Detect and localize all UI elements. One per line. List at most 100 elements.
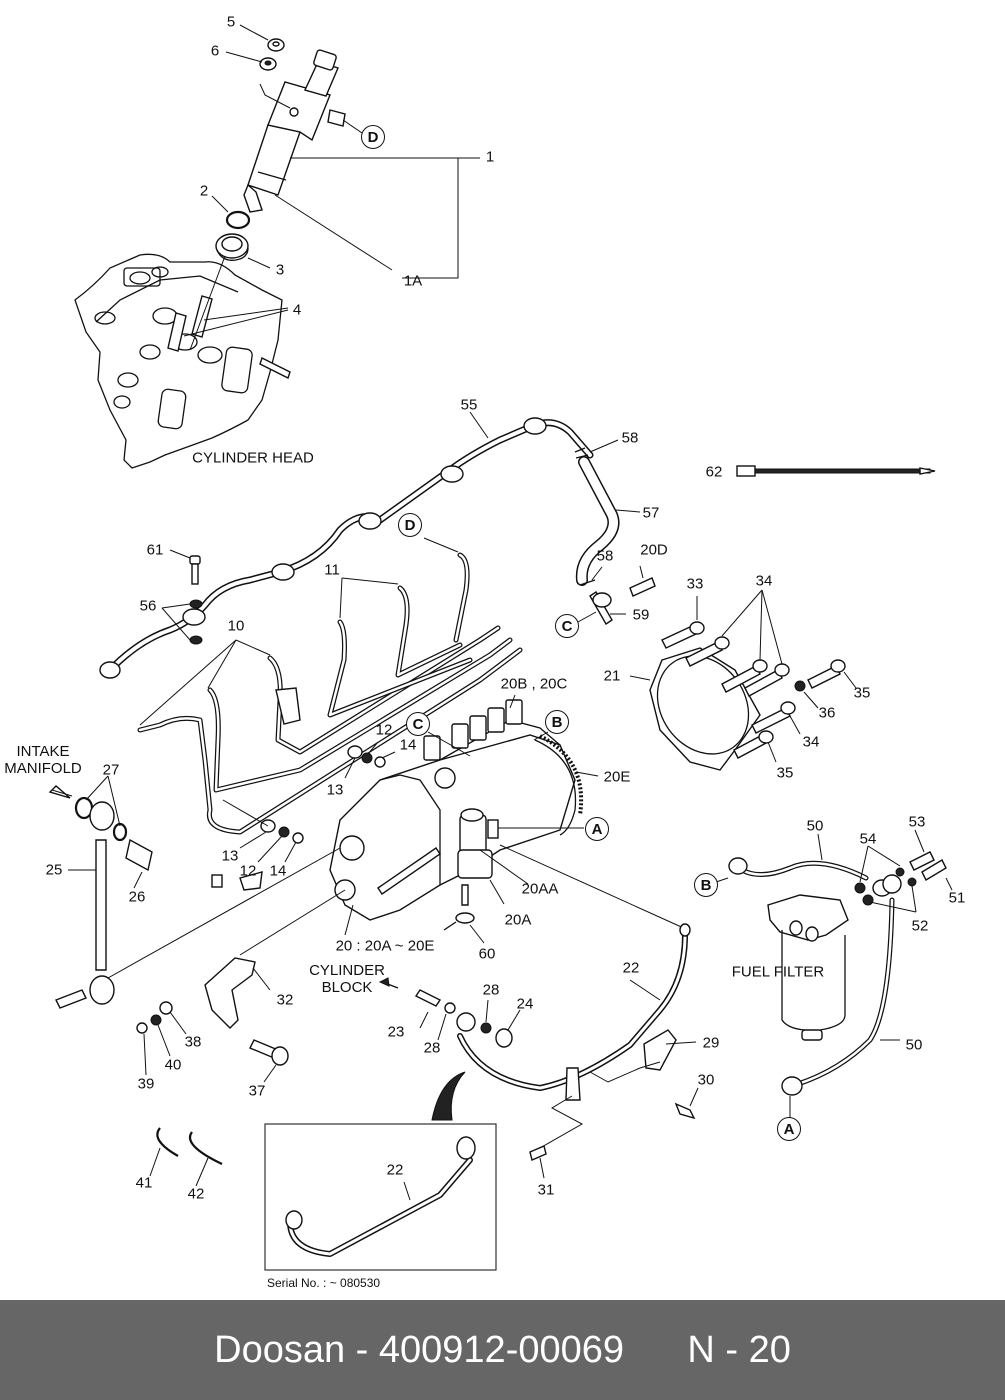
- ref-circle-a: A: [777, 1117, 801, 1141]
- caption-cylinder-head: CYLINDER HEAD: [192, 449, 314, 467]
- callout-26: 26: [128, 888, 146, 906]
- callout-13: 13: [326, 781, 344, 799]
- callout-52: 52: [911, 917, 929, 935]
- bracket-32: [136, 957, 289, 1083]
- line-25: [48, 775, 153, 1009]
- washers-12-13-14: [222, 741, 396, 863]
- ref-circle-d: D: [361, 125, 385, 149]
- callout-21: 21: [603, 667, 621, 685]
- callout-55: 55: [460, 396, 478, 414]
- nut-5: [267, 38, 285, 52]
- serial-number-note: Serial No. : ~ 080530: [267, 1276, 381, 1290]
- ref-circle-a: A: [585, 817, 609, 841]
- callout-38: 38: [184, 1033, 202, 1051]
- footer-gap: [624, 1329, 687, 1372]
- callout-10: 10: [227, 617, 245, 635]
- callout-12: 12: [239, 862, 257, 880]
- injection-pump-20: [329, 699, 584, 931]
- clips-41-42: [149, 1127, 223, 1187]
- callout-50: 50: [806, 817, 824, 835]
- fuel-filter: [767, 894, 849, 1041]
- banjo-59: [577, 565, 656, 625]
- callout-23: 23: [387, 1023, 405, 1041]
- callout-35: 35: [776, 764, 794, 782]
- callout-51: 51: [948, 889, 966, 907]
- callout-31: 31: [537, 1181, 555, 1199]
- line-22: [378, 923, 699, 1179]
- callout-36: 36: [818, 704, 836, 722]
- callout-11: 11: [324, 561, 340, 579]
- caption-pump-assembly: 20 : 20A ~ 20E: [335, 937, 435, 955]
- callout-20aa: 20AA: [521, 880, 559, 898]
- callout-32: 32: [276, 991, 294, 1009]
- bolt-61-washers-56: [161, 549, 203, 645]
- callout-37: 37: [248, 1082, 266, 1100]
- callout-40: 40: [164, 1056, 182, 1074]
- ref-circle-c: C: [406, 712, 430, 736]
- injector-nozzle: [243, 49, 346, 213]
- callout-56: 56: [139, 597, 157, 615]
- inset-arrow: [431, 1071, 466, 1121]
- callout-25: 25: [45, 861, 63, 879]
- callout-29: 29: [702, 1034, 720, 1052]
- footer-page-code: N - 20: [687, 1328, 791, 1371]
- washer-6: [259, 57, 277, 71]
- callout-33: 33: [686, 575, 704, 593]
- callout-58: 58: [596, 547, 614, 565]
- callout-34: 34: [755, 572, 773, 590]
- callout-57: 57: [642, 504, 660, 522]
- ref-circle-b: B: [545, 710, 569, 734]
- callout-28: 28: [423, 1039, 441, 1057]
- callout-42: 42: [187, 1185, 205, 1203]
- callout-14: 14: [399, 736, 417, 754]
- callout-20d: 20D: [640, 541, 668, 559]
- callout-54: 54: [859, 830, 877, 848]
- callout-24: 24: [516, 995, 534, 1013]
- callout-20bc: 20B , 20C: [500, 675, 568, 693]
- callout-4: 4: [292, 301, 302, 319]
- return-line-55: [99, 411, 594, 679]
- callout-28: 28: [482, 981, 500, 999]
- callout-35: 35: [853, 684, 871, 702]
- injector-leaders: [211, 24, 480, 279]
- callout-3: 3: [275, 261, 285, 279]
- ref-circle-d: D: [398, 513, 422, 537]
- footer-part-number: 400912-00069: [378, 1328, 625, 1371]
- caption-fuel-filter: FUEL FILTER: [731, 963, 825, 981]
- callout-53: 53: [908, 813, 926, 831]
- line-50: [715, 829, 953, 1118]
- caption-block-line1: CYLINDER: [309, 961, 385, 979]
- ref-circle-c: C: [555, 614, 579, 638]
- callout-1: 1: [485, 148, 495, 166]
- callout-50: 50: [905, 1036, 923, 1054]
- seal-3: [215, 233, 249, 261]
- callout-22-inset: 22: [386, 1161, 404, 1179]
- callout-30: 30: [697, 1071, 715, 1089]
- callout-61: 61: [146, 541, 164, 559]
- callout-5: 5: [226, 13, 236, 31]
- cable-tie-62: [736, 465, 936, 477]
- caption-intake-line2: MANIFOLD: [4, 760, 82, 777]
- injection-pipes: [137, 537, 523, 891]
- callout-27: 27: [102, 761, 120, 779]
- diagram-linework: [48, 24, 953, 1271]
- pump-leaders: [107, 694, 689, 979]
- caption-block-line2: BLOCK: [321, 979, 373, 996]
- footer-sep: -: [345, 1328, 379, 1371]
- callout-34: 34: [802, 733, 820, 751]
- footer-bar: Doosan - 400912-00069 N - 20: [0, 1300, 1005, 1400]
- cylinder-head: [74, 253, 291, 469]
- callout-14: 14: [269, 862, 287, 880]
- footer-brand: Doosan: [214, 1328, 346, 1371]
- callout-13: 13: [221, 847, 239, 865]
- callout-20e: 20E: [603, 768, 631, 786]
- inset-box: [264, 1123, 497, 1271]
- callout-6: 6: [210, 42, 220, 60]
- callout-41: 41: [135, 1174, 153, 1192]
- callout-39: 39: [137, 1075, 155, 1093]
- callout-62: 62: [705, 463, 723, 481]
- bolts-33-36: [661, 589, 857, 763]
